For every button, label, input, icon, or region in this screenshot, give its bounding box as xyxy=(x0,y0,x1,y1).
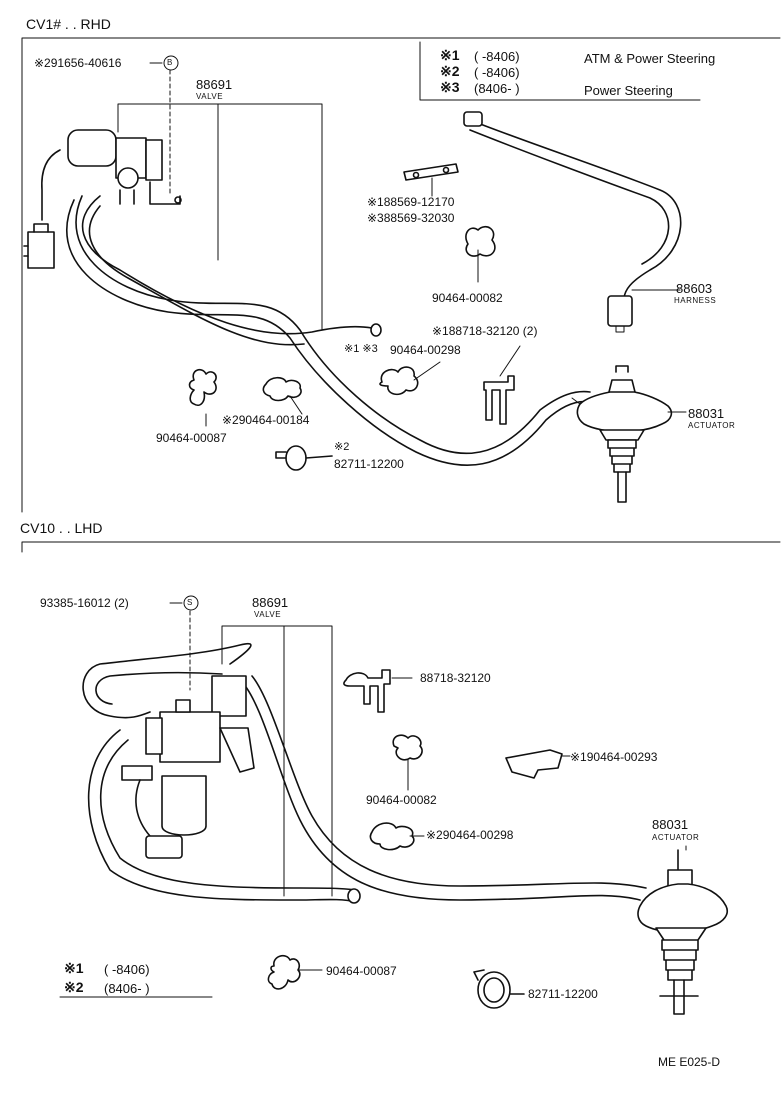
legend-range: (8406- ) xyxy=(474,81,520,96)
top-bolt-label: ※291656-40616 xyxy=(34,56,122,70)
bottom-actuator xyxy=(637,845,728,1015)
top-bolt-symbol: B xyxy=(167,58,173,67)
bottom-clip-298-label: ※290464-00298 xyxy=(426,828,514,842)
bottom-clip-87 xyxy=(267,954,323,990)
top-bolt-symbol-circle xyxy=(163,55,179,71)
top-clip-82 xyxy=(465,225,496,283)
top-clip-298-label: 90464-00298 xyxy=(390,343,461,357)
top-clamp-88718 xyxy=(483,345,521,425)
top-section-frame xyxy=(21,37,781,513)
top-clip-298-mark: ※1 ※3 xyxy=(344,343,378,355)
bottom-clip-87-label: 90464-00087 xyxy=(326,964,397,978)
top-hoses xyxy=(66,195,591,467)
top-bracket xyxy=(403,163,459,197)
legend-mark: ※2 xyxy=(440,63,460,79)
top-valve-leader xyxy=(117,103,323,331)
bottom-section-title: CV10 . . LHD xyxy=(20,520,103,536)
legend-mark: ※2 xyxy=(64,979,84,995)
top-bracket-label-b: ※388569-32030 xyxy=(367,211,455,225)
top-clamp-88718-label: ※188718-32120 (2) xyxy=(432,324,538,338)
bottom-hose-clamp xyxy=(473,969,525,1009)
bottom-hose-clamp-label: 82711-12200 xyxy=(528,987,598,1001)
top-clip-298 xyxy=(379,361,441,396)
top-harness-part-number: 88603 xyxy=(676,281,713,296)
bottom-actuator-name: ACTUATOR xyxy=(652,833,700,842)
top-actuator xyxy=(571,365,687,503)
bottom-screw-label: 93385-16012 (2) xyxy=(40,596,129,610)
top-clip-82-label: 90464-00082 xyxy=(432,291,503,305)
top-valve-name: VALVE xyxy=(196,92,224,101)
top-clip-87 xyxy=(188,368,217,427)
bottom-valve-drawing xyxy=(121,675,255,859)
bottom-hoses xyxy=(82,643,647,904)
legend-range: ( -8406) xyxy=(474,65,520,80)
top-clip-184 xyxy=(262,376,303,415)
bottom-clamp-88718 xyxy=(343,669,413,713)
bottom-valve-leader xyxy=(221,625,333,897)
top-valve-part-number: 88691 xyxy=(196,77,233,92)
top-bracket-label-a: ※188569-12170 xyxy=(367,195,455,209)
legend-range: (8406- ) xyxy=(104,981,150,996)
bottom-screw-symbol: S xyxy=(187,598,193,607)
top-harness-name: HARNESS xyxy=(674,296,717,305)
legend-note: Power Steering xyxy=(584,83,673,98)
legend-mark: ※3 xyxy=(440,79,460,95)
top-clip-87-label: 90464-00087 xyxy=(156,431,227,445)
top-actuator-name: ACTUATOR xyxy=(688,421,736,430)
legend-mark: ※1 xyxy=(64,960,84,976)
bottom-valve-part-number: 88691 xyxy=(252,595,289,610)
bottom-section-frame xyxy=(21,541,781,553)
bottom-valve-name: VALVE xyxy=(254,610,282,619)
legend-box-frame xyxy=(419,41,701,101)
legend-mark: ※1 xyxy=(440,47,460,63)
top-hose-clamp-label: 82711-12200 xyxy=(334,457,404,471)
bottom-clip-293-label: ※190464-00293 xyxy=(570,750,658,764)
top-harness xyxy=(463,111,682,333)
top-hose-clamp-mark: ※2 xyxy=(334,441,350,453)
bottom-clip-293 xyxy=(505,749,571,779)
top-valve-drawing xyxy=(23,129,182,269)
top-clip-184-label: ※290464-00184 xyxy=(222,413,310,427)
top-actuator-part-number: 88031 xyxy=(688,406,725,421)
bottom-screw-symbol-circle xyxy=(183,595,199,611)
bottom-clamp-88718-label: 88718-32120 xyxy=(420,671,491,685)
bottom-clip-82 xyxy=(392,734,423,791)
bottom-actuator-part-number: 88031 xyxy=(652,817,689,832)
legend-note: ATM & Power Steering xyxy=(584,51,716,66)
diagram-reference-id: ME E025-D xyxy=(658,1055,721,1069)
top-hose-clamp xyxy=(275,445,333,471)
bottom-clip-298 xyxy=(369,822,425,851)
legend-range: ( -8406) xyxy=(104,962,150,977)
bottom-clip-82-label: 90464-00082 xyxy=(366,793,437,807)
top-section-title: CV1# . . RHD xyxy=(26,16,111,32)
legend-range: ( -8406) xyxy=(474,49,520,64)
